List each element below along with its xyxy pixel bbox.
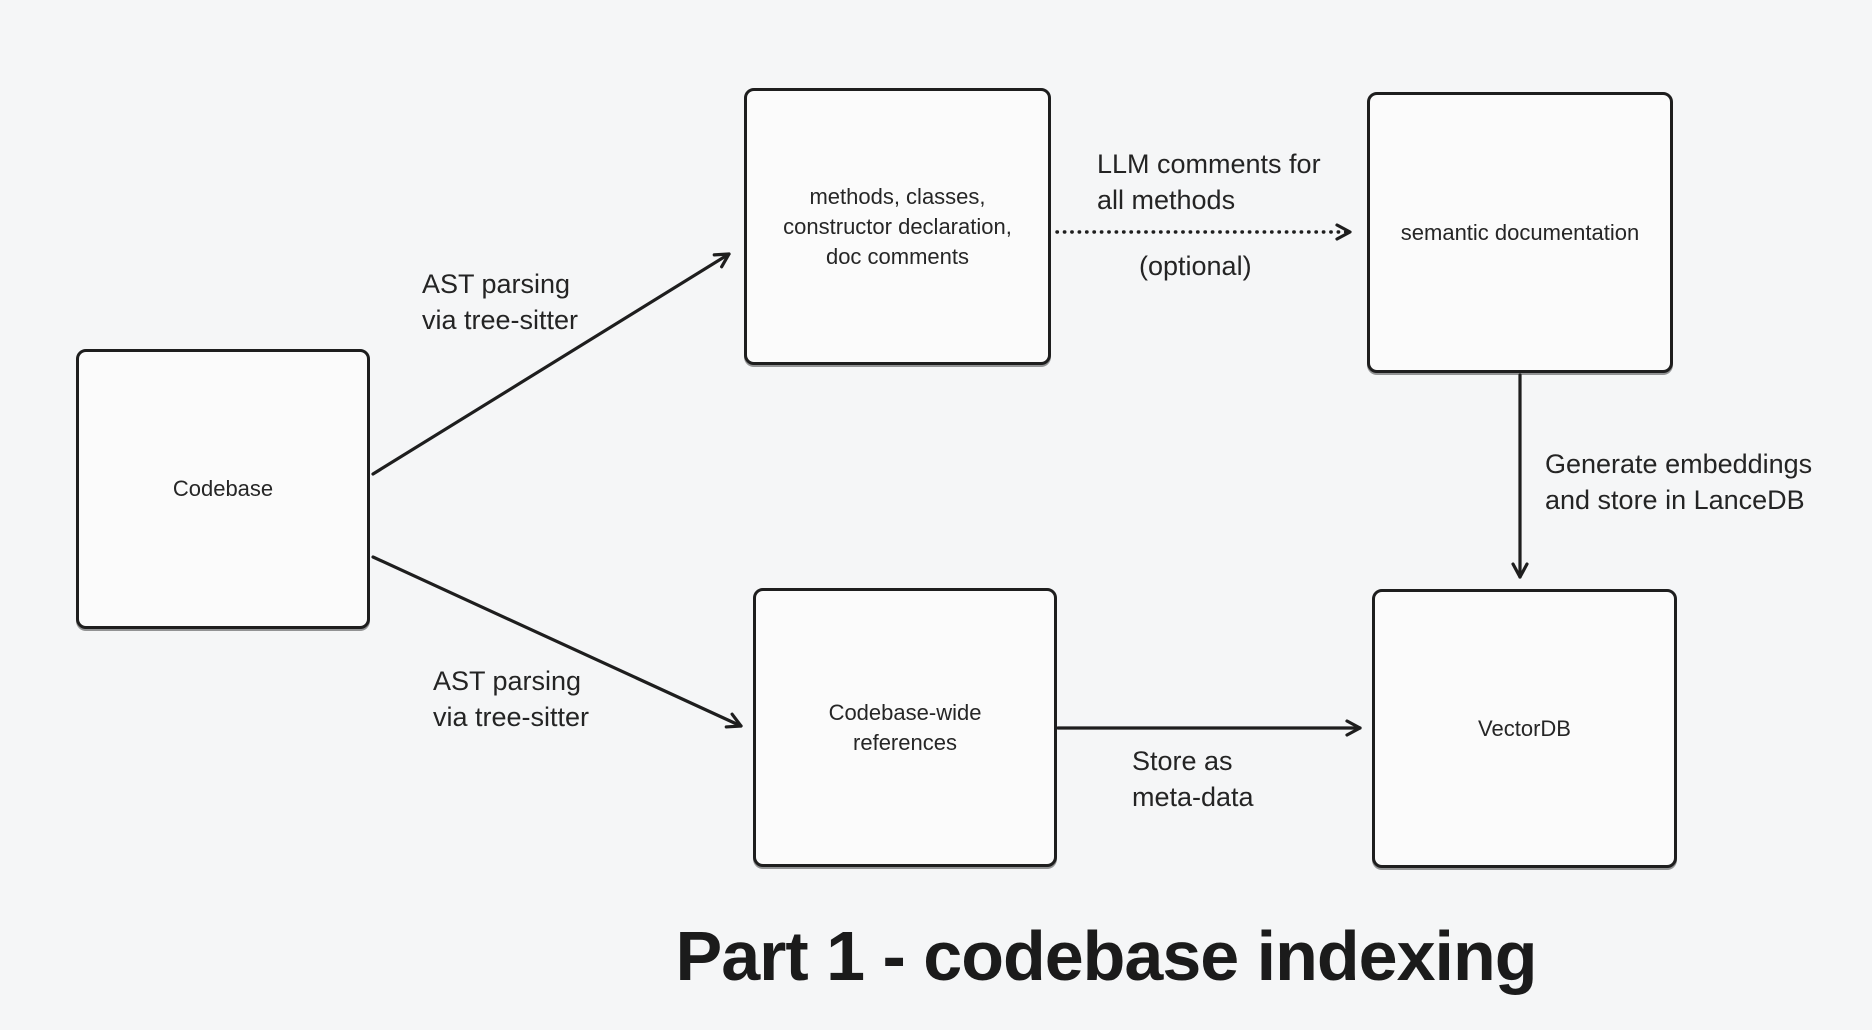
edge-label-ast-parsing-top: AST parsing via tree-sitter — [422, 269, 579, 335]
node-semantic-documentation: semantic documentation — [1367, 92, 1673, 373]
edge-label-store-as-metadata: Store as meta-data — [1132, 746, 1254, 812]
node-semantic-documentation-label: semantic documentation — [1400, 219, 1640, 245]
node-codebase-label: Codebase — [172, 476, 274, 501]
edge-label-ast-parsing-bottom: AST parsing via tree-sitter — [433, 666, 590, 732]
edge-label-llm-comments: LLM comments for all methods — [1097, 149, 1321, 215]
node-codebase: Codebase — [76, 349, 370, 629]
node-vectordb: VectorDB — [1372, 589, 1677, 868]
diagram-title: Part 1 - codebase indexing — [675, 917, 1538, 995]
node-methods-classes-label: methods, classes, constructor declaratio… — [783, 183, 1012, 269]
node-codebase-wide-references-label: Codebase-wide references — [828, 699, 982, 755]
node-vectordb-label: VectorDB — [1478, 715, 1571, 741]
edge-label-generate-embeddings: Generate embeddings and store in LanceDB — [1545, 449, 1813, 515]
node-codebase-wide-references: Codebase-wide references — [753, 588, 1057, 867]
node-methods-classes: methods, classes, constructor declaratio… — [744, 88, 1051, 365]
edge-label-optional: (optional) — [1139, 251, 1252, 281]
